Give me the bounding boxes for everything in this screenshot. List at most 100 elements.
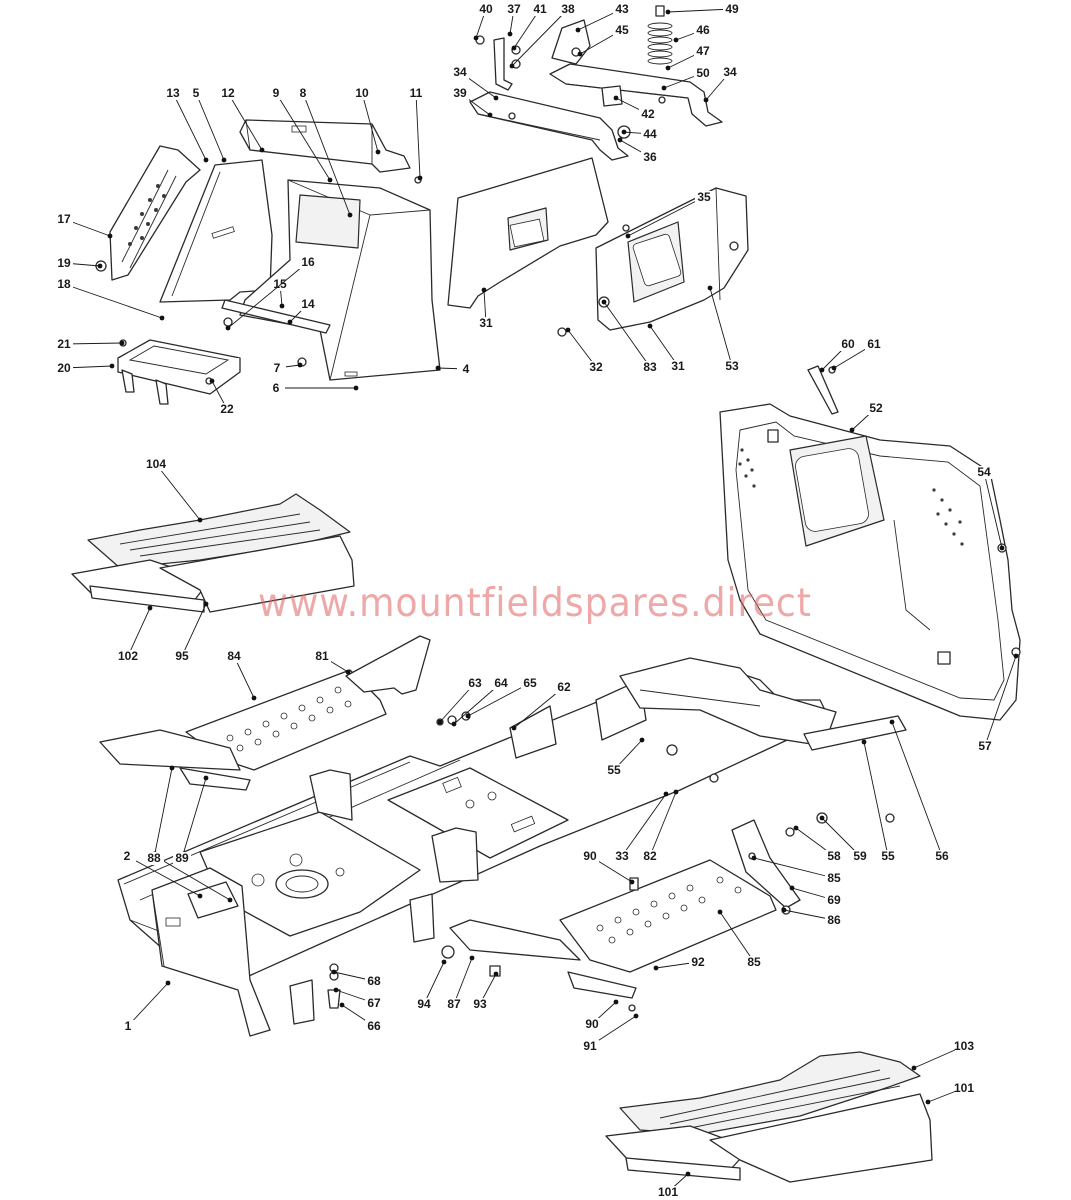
- callout-number: 46: [696, 23, 710, 37]
- callout-87: 87: [445, 955, 475, 1011]
- callout-34: 34: [451, 65, 499, 101]
- callout-layer: 1234567891011121314151617181920212231313…: [55, 2, 1019, 1199]
- footplate-mat-lower: [605, 1051, 933, 1183]
- callout-number: 38: [561, 2, 575, 16]
- callout-anchor-dot: [203, 157, 209, 163]
- callout-94: 94: [415, 959, 447, 1011]
- callout-number: 31: [479, 316, 493, 330]
- callout-label-background: [583, 1018, 601, 1031]
- callout-label-background: [641, 128, 659, 141]
- callout-41: 41: [511, 2, 549, 51]
- callout-43: 43: [575, 2, 631, 33]
- callout-label-background: [531, 3, 549, 16]
- callout-61: 61: [831, 337, 883, 371]
- callout-42: 42: [613, 95, 657, 121]
- callout-leader-line: [423, 961, 445, 1005]
- callout-anchor-dot: [347, 212, 353, 218]
- callout-number: 14: [301, 297, 315, 311]
- callout-anchor-dot: [673, 789, 679, 795]
- callout-anchor-dot: [203, 601, 209, 607]
- callout-7: 7: [268, 361, 303, 375]
- callout-label-background: [955, 1082, 973, 1095]
- callout-leader-line: [127, 982, 169, 1027]
- callout-number: 85: [827, 871, 841, 885]
- callout-number: 101: [954, 1081, 974, 1095]
- callout-leader-line: [63, 342, 123, 345]
- callout-68: 68: [331, 969, 383, 988]
- callout-anchor-dot: [849, 427, 855, 433]
- callout-anchor-dot: [487, 112, 493, 118]
- callout-number: 1: [125, 1019, 132, 1033]
- callout-label-background: [825, 872, 843, 885]
- seat-hinge-assembly: [469, 5, 723, 161]
- callout-leader-line: [753, 857, 835, 879]
- callout-label-background: [173, 650, 191, 663]
- callout-number: 88: [147, 851, 161, 865]
- callout-anchor-dot: [575, 27, 581, 33]
- callout-label-background: [825, 894, 843, 907]
- callout-number: 94: [417, 997, 431, 1011]
- callout-label-background: [365, 975, 383, 988]
- callout-anchor-dot: [889, 719, 895, 725]
- callout-number: 54: [977, 465, 991, 479]
- callout-leader-line: [667, 8, 733, 13]
- callout-anchor-dot: [565, 327, 571, 333]
- callout-85: 85: [751, 855, 843, 885]
- callout-number: 66: [367, 1019, 381, 1033]
- callout-number: 42: [641, 107, 655, 121]
- footplate-mat-upper: [71, 493, 355, 613]
- callout-anchor-dot: [789, 885, 795, 891]
- callout-anchor-dot: [653, 965, 659, 971]
- callout-number: 6: [273, 381, 280, 395]
- callout-label-background: [187, 87, 205, 100]
- callout-13: 13: [164, 86, 209, 163]
- callout-anchor-dot: [493, 95, 499, 101]
- callout-69: 69: [789, 885, 843, 907]
- callout-number: 67: [367, 996, 381, 1010]
- callout-label-background: [879, 850, 897, 863]
- callout-label-background: [955, 1040, 973, 1053]
- callout-number: 33: [615, 849, 629, 863]
- callout-number: 89: [175, 851, 189, 865]
- callout-22: 22: [209, 378, 236, 416]
- callout-number: 85: [747, 955, 761, 969]
- callout-91: 91: [581, 1013, 639, 1053]
- callout-anchor-dot: [451, 721, 457, 727]
- callout-number: 69: [827, 893, 841, 907]
- callout-number: 35: [697, 190, 711, 204]
- callout-leader-line: [467, 682, 531, 717]
- callout-90: 90: [581, 849, 635, 885]
- callout-label-background: [581, 1040, 599, 1053]
- callout-number: 60: [841, 337, 855, 351]
- callout-anchor-dot: [781, 907, 787, 913]
- callout-54: 54: [975, 465, 1005, 551]
- callout-number: 21: [57, 337, 71, 351]
- callout-number: 56: [935, 849, 949, 863]
- callout-label-background: [225, 650, 243, 663]
- callout-95: 95: [173, 601, 209, 663]
- callout-anchor-dot: [507, 31, 513, 37]
- callout-anchor-dot: [251, 695, 257, 701]
- callout-anchor-dot: [819, 367, 825, 373]
- callout-leader-line: [155, 463, 201, 521]
- footplate-left: [99, 635, 431, 791]
- callout-label-background: [825, 914, 843, 927]
- callout-number: 37: [507, 2, 521, 16]
- callout-label-background: [457, 363, 475, 376]
- callout-label-background: [694, 24, 712, 37]
- callout-89: 89: [173, 775, 209, 865]
- callout-label-background: [267, 382, 285, 395]
- callout-label-background: [839, 338, 857, 351]
- callout-anchor-dot: [1013, 653, 1019, 659]
- callout-55: 55: [861, 739, 897, 863]
- callout-label-background: [218, 403, 236, 416]
- callout-number: 52: [869, 401, 883, 415]
- callout-number: 55: [881, 849, 895, 863]
- callout-anchor-dot: [639, 737, 645, 743]
- callout-leader-line: [603, 301, 651, 368]
- callout-leader-line: [181, 777, 207, 859]
- callout-number: 91: [583, 1039, 597, 1053]
- callout-anchor-dot: [999, 545, 1005, 551]
- callout-86: 86: [781, 907, 843, 927]
- callout-number: 12: [221, 86, 235, 100]
